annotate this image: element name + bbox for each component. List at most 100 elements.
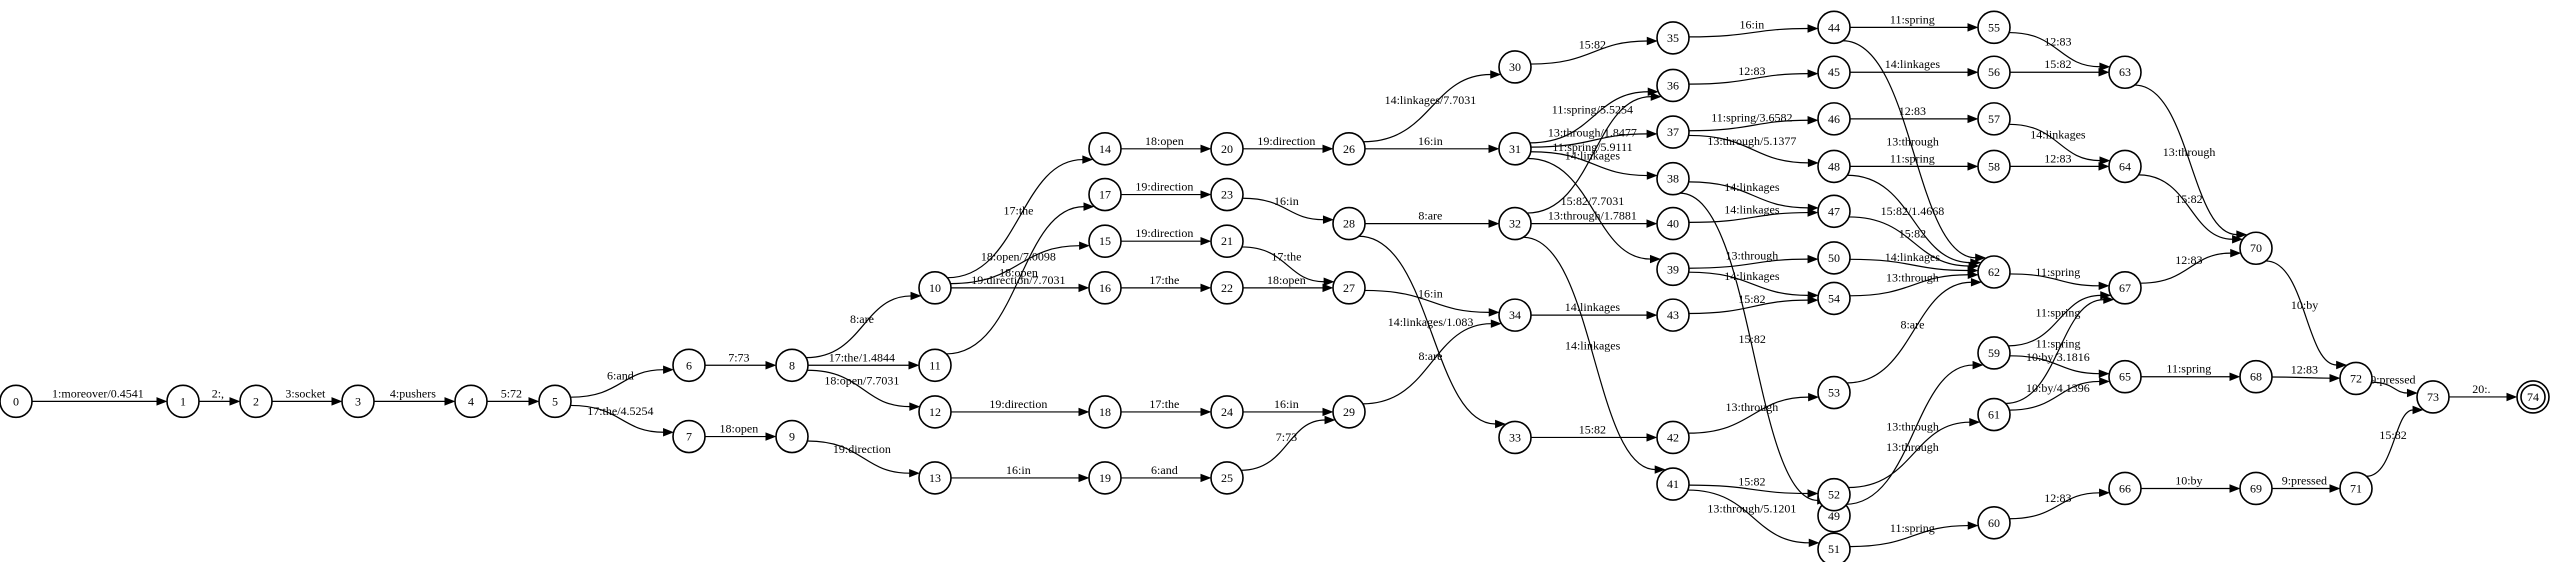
edge-28-33: 14:linkages/1.083 xyxy=(1358,235,1506,429)
state-label: 12 xyxy=(929,405,941,419)
state-circle xyxy=(1817,477,1851,512)
edge-label: 19:direction xyxy=(1257,134,1315,148)
edge-line xyxy=(2265,260,2337,366)
edge-61-67: 11:spring xyxy=(2005,295,2115,405)
state-node-39: 39 xyxy=(1656,252,1690,287)
state-label: 60 xyxy=(1988,516,2000,530)
edge-line xyxy=(1687,489,1810,544)
state-node-2: 2 xyxy=(239,384,273,419)
edge-line xyxy=(1845,364,1974,505)
edge-arrowhead xyxy=(908,361,920,370)
edge-56-63: 15:82 xyxy=(2010,57,2110,77)
state-label: 23 xyxy=(1221,188,1233,202)
edge-73-74: 20:. xyxy=(2448,382,2518,402)
edge-label: 16:in xyxy=(1006,463,1031,477)
state-label: 34 xyxy=(1509,308,1521,322)
edge-39-50: 13:through xyxy=(1688,249,1819,269)
edge-arrowhead xyxy=(1807,254,1819,264)
state-node-62: 62 xyxy=(1977,255,2011,289)
state-label: 50 xyxy=(1828,251,1840,265)
edge-67-70: 12:83 xyxy=(2140,248,2242,284)
state-label: 14 xyxy=(1099,142,1111,156)
edge-line xyxy=(1849,524,1969,548)
edge-arrowhead xyxy=(1322,144,1334,154)
state-label: 35 xyxy=(1667,31,1679,45)
edge-34-43: 14:linkages xyxy=(1531,300,1658,320)
edge-arrowhead xyxy=(2230,248,2242,258)
edge-42-53: 13:through xyxy=(1688,392,1820,434)
state-circle xyxy=(1332,271,1366,305)
state-node-48: 48 xyxy=(1817,149,1851,184)
edge-label: 11:spring xyxy=(2035,306,2080,320)
state-label: 40 xyxy=(1667,217,1679,231)
edge-48-58: 11:spring xyxy=(1850,151,1979,171)
edge-31-36: 11:spring/5.5254 xyxy=(1529,87,1659,144)
state-label: 10 xyxy=(929,281,941,295)
state-circle xyxy=(1977,505,2011,540)
edge-label: 13:through/5.1201 xyxy=(1707,501,1796,515)
edge-line xyxy=(1688,181,1809,209)
state-circle xyxy=(1656,21,1690,55)
edge-14-20: 18:open xyxy=(1121,134,1212,154)
state-label: 72 xyxy=(2350,371,2362,385)
edge-0-1: 1:moreover/0.4541 xyxy=(32,386,168,406)
edge-arrowhead xyxy=(1646,433,1658,442)
edge-line xyxy=(1364,289,1490,313)
state-label: 25 xyxy=(1221,471,1233,485)
state-circle xyxy=(1977,10,2011,45)
edge-arrowhead xyxy=(1808,392,1820,402)
state-circle xyxy=(1498,298,1532,332)
edge-label: 13:through xyxy=(1886,134,1939,148)
state-circle xyxy=(2339,361,2373,396)
edge-arrowhead xyxy=(1807,69,1819,78)
edge-arrowhead xyxy=(1322,215,1334,224)
edge-54-62: 13:through xyxy=(1849,270,1979,297)
state-node-29: 29 xyxy=(1332,395,1366,429)
state-circle xyxy=(341,384,375,419)
state-node-51: 51 xyxy=(1817,532,1851,562)
edge-arrowhead xyxy=(1490,70,1502,79)
edge-arrowhead xyxy=(2406,388,2418,398)
edge-label: 16:in xyxy=(1274,397,1299,411)
state-circle xyxy=(1817,10,1851,45)
edge-65-68: 11:spring xyxy=(2140,362,2241,381)
state-node-32: 32 xyxy=(1498,206,1532,241)
state-label: 1 xyxy=(180,394,186,408)
edge-25-29: 7:73 xyxy=(1241,415,1336,471)
state-node-25: 25 xyxy=(1210,461,1244,495)
state-circle xyxy=(2239,231,2273,266)
edge-arrowhead xyxy=(1200,190,1212,199)
edge-label: 15:82 xyxy=(2044,57,2071,71)
state-circle xyxy=(918,461,952,495)
state-label: 41 xyxy=(1667,477,1679,491)
state-circle xyxy=(1977,255,2011,289)
state-label: 58 xyxy=(1988,159,2000,173)
state-node-12: 12 xyxy=(918,395,952,429)
state-node-5: 5 xyxy=(538,384,572,419)
state-node-61: 61 xyxy=(1977,397,2011,432)
edge-19-25: 6:and xyxy=(1121,463,1212,483)
edge-label: 19:direction xyxy=(1135,226,1193,240)
edge-46-57: 12:83 xyxy=(1850,104,1979,124)
edge-label: 19:direction xyxy=(833,442,891,456)
edge-38-47: 14:linkages xyxy=(1688,180,1819,213)
edge-arrowhead xyxy=(1488,219,1500,228)
edge-5-7: 17:the/4.5254 xyxy=(570,404,674,437)
edge-line xyxy=(2005,299,2104,405)
edge-57-64: 14:linkages xyxy=(2009,123,2111,165)
state-label: 51 xyxy=(1828,542,1840,556)
edge-arrowhead xyxy=(2229,484,2241,493)
state-circle xyxy=(239,384,273,419)
edge-arrowhead xyxy=(2236,230,2248,239)
edge-arrowhead xyxy=(2329,484,2341,493)
edge-arrowhead xyxy=(1078,407,1090,417)
edge-label: 14:linkages xyxy=(1885,57,1941,71)
state-label: 15 xyxy=(1099,234,1111,248)
edge-label: 11:spring xyxy=(2035,265,2080,279)
state-node-19: 19 xyxy=(1088,461,1122,495)
edge-arrowhead xyxy=(909,402,921,411)
state-circle xyxy=(918,271,952,305)
edge-28-32: 8:are xyxy=(1365,209,1500,228)
edge-11-17: 18:open xyxy=(946,202,1095,355)
edge-52-61: 13:through xyxy=(1848,417,1981,489)
